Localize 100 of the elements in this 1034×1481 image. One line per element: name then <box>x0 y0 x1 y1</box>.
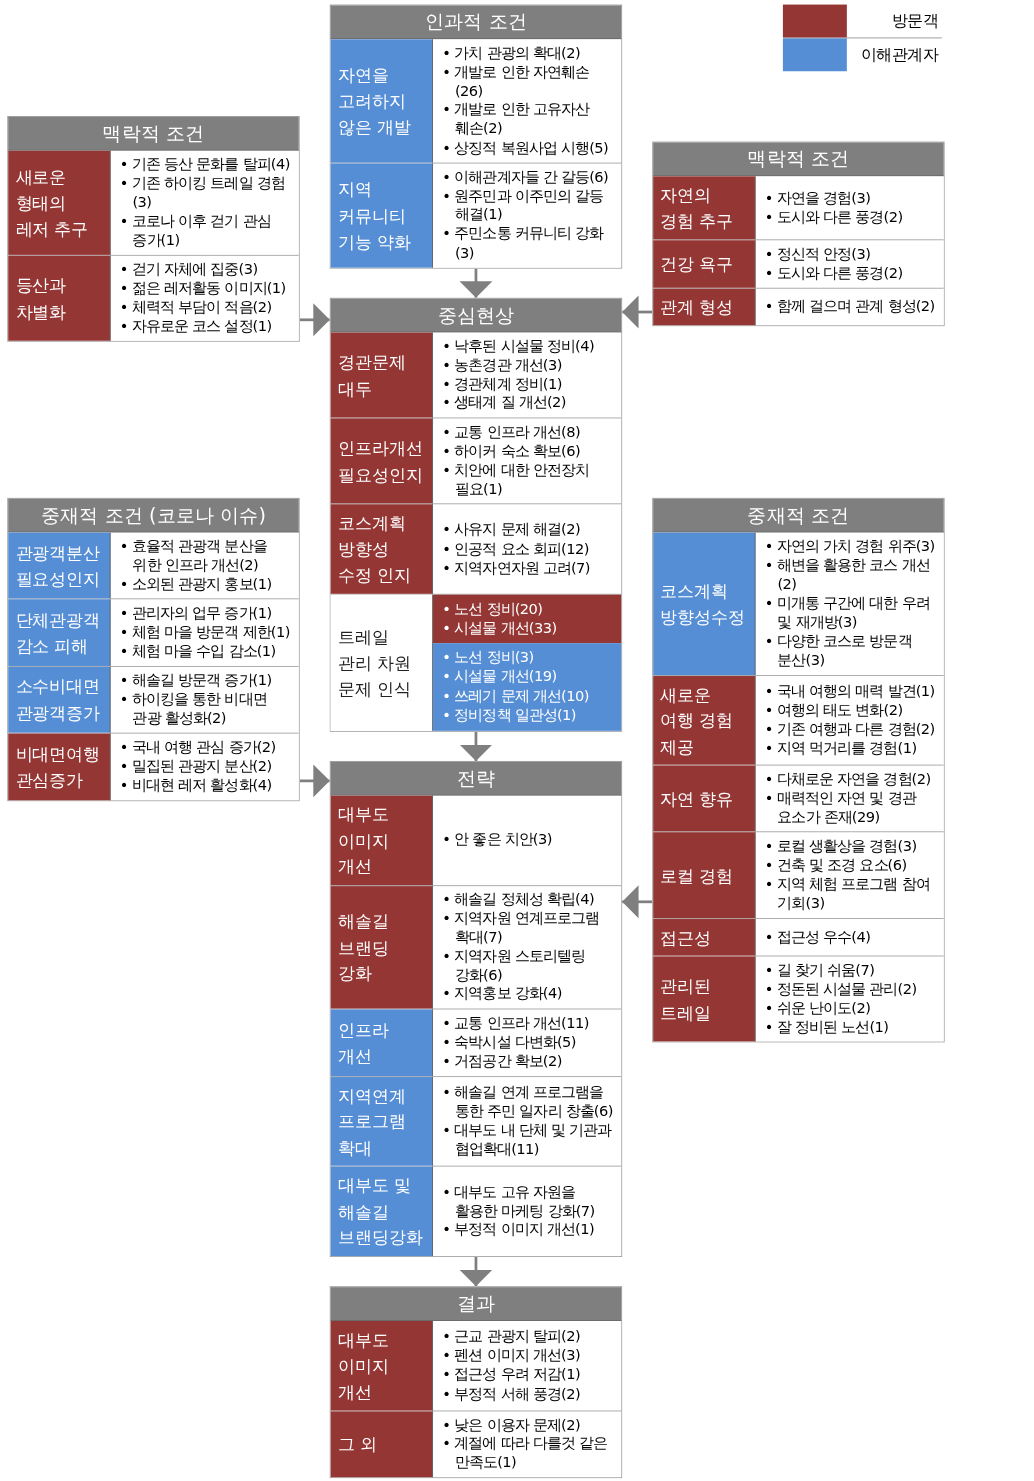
bullet-item: • 걷기 자체에 집중(3) <box>119 260 259 280</box>
bullet-item: • 다채로운 자연을 경험(2) <box>764 770 932 790</box>
bullet-item: • 이해관계자들 간 갈등(6) <box>442 167 610 187</box>
bullet-item: • 미개통 구간에 대한 우려 및 재개방(3) <box>764 594 931 633</box>
bullet-item: • 숙박시설 다변화(5) <box>442 1033 577 1053</box>
highlight-block <box>433 643 622 731</box>
category-heading: 자연을 고려하지 않은 개발 <box>330 39 433 163</box>
bullet-item: • 다양한 코스로 방문객 분산(3) <box>764 632 913 671</box>
category-row <box>330 1008 622 1076</box>
bullet-item: • 효율적 관광객 분산을 위한 인프라 개선(2) <box>119 537 268 576</box>
category-heading: 새로운 형태의 레저 추구 <box>8 150 111 255</box>
bullet-item: • 국내 여행 관심 증가(2) <box>119 738 277 758</box>
category-row <box>8 665 299 733</box>
bullet-item: • 정돈된 시설물 관리(2) <box>764 980 918 1000</box>
bullet-item: • 자연을 경험(3) <box>764 188 872 208</box>
bullet-item: • 시설물 개선(19) <box>442 668 558 688</box>
bullet-item: • 부정적 서해 풍경(2) <box>442 1384 582 1404</box>
bullet-item: • 펜션 이미지 개선(3) <box>442 1346 582 1366</box>
bullet-item: • 해솔길 정체성 확립(4) <box>442 890 596 910</box>
bullet-item: • 체력적 부담이 적음(2) <box>119 298 273 318</box>
panel-header: 중심현상 <box>330 298 622 333</box>
category-heading: 대부도 이미지 개선 <box>330 1320 433 1411</box>
category-heading: 자연 향유 <box>653 765 756 832</box>
bullet-item: • 소외된 관광지 홍보(1) <box>119 575 273 595</box>
panel-header: 결과 <box>330 1287 622 1321</box>
category-row <box>8 150 299 255</box>
category-heading: 등산과 차별화 <box>8 255 111 341</box>
bullet-item: • 체험 마을 수입 감소(1) <box>119 642 277 662</box>
panel-header: 중재적 조건 <box>653 498 944 533</box>
bullet-item: • 기존 하이킹 트레일 경험(3) <box>119 174 286 213</box>
category-heading: 단체관광객 감소 피해 <box>8 599 111 666</box>
arrow <box>622 295 653 329</box>
panel-header: 중재적 조건 (코로나 이슈) <box>8 498 299 533</box>
bullet-item: • 지역자원 스토리텔링 강화(6) <box>442 947 587 986</box>
bullet-item: • 가치 관광의 확대(2) <box>442 43 582 63</box>
arrow <box>622 885 653 919</box>
panel-header: 맥락적 조건 <box>653 142 944 177</box>
bullet-item: • 지역 체험 프로그램 참여 기회(3) <box>764 875 931 914</box>
bullet-item: • 개발로 인한 자연훼손(26) <box>442 62 591 101</box>
bullet-item: • 도시와 다른 풍경(2) <box>764 263 904 283</box>
bullet-item: • 노선 정비(3) <box>442 649 535 669</box>
bullet-item: • 원주민과 이주민의 갈등 해결(1) <box>442 186 605 225</box>
bullet-item: • 매력적인 자연 및 경관 요소가 존재(29) <box>764 789 918 828</box>
bullet-item: • 정비정책 일관성(1) <box>442 706 577 726</box>
bullet-item: • 사유지 문제 해결(2) <box>442 520 582 540</box>
legend-label: 방문객 <box>890 10 940 32</box>
category-row <box>653 176 944 240</box>
bullet-item: • 지역홍보 강화(4) <box>442 985 563 1005</box>
category-row <box>330 503 622 594</box>
panel <box>7 116 300 342</box>
bullet-item: • 교통 인프라 개선(11) <box>442 1014 590 1034</box>
category-row <box>653 917 944 956</box>
panel <box>652 497 945 1043</box>
highlight-block <box>433 594 622 644</box>
bullet-item: • 주민소통 커뮤니티 강화(3) <box>442 224 605 263</box>
category-heading: 접근성 <box>653 918 756 956</box>
category-heading: 코스계획 방향성 수정 인지 <box>330 504 433 594</box>
bullet-item: • 쓰레기 문제 개선(10) <box>442 687 590 707</box>
category-row <box>8 532 299 599</box>
category-heading: 자연의 경험 추구 <box>653 176 756 240</box>
bullet-item: • 계절에 따라 다를것 같은 만족도(1) <box>442 1434 609 1473</box>
panel-header: 인과적 조건 <box>330 5 622 40</box>
bullet-item: • 안 좋은 치안(3) <box>442 830 553 850</box>
category-heading: 지역 커뮤니티 기능 약화 <box>330 163 433 268</box>
category-heading: 새로운 여행 경험 제공 <box>653 675 756 765</box>
bullet-item: • 생태계 질 개선(2) <box>442 394 567 414</box>
bullet-item: • 관리자의 업무 증가(1) <box>119 604 273 624</box>
bullet-item: • 지역 먹거리를 경험(1) <box>764 739 918 759</box>
category-row <box>653 831 944 918</box>
category-row <box>8 254 299 341</box>
arrow <box>459 731 493 761</box>
category-heading: 소수비대면 관광객증가 <box>8 666 111 733</box>
bullet-item: • 하이킹을 통한 비대면 관광 활성화(2) <box>119 690 268 729</box>
bullet-item: • 치안에 대한 안전장치 필요(1) <box>442 461 591 500</box>
category-row <box>653 674 944 765</box>
category-heading: 대부도 및 해솔길 브랜딩강화 <box>330 1166 433 1256</box>
bullet-item: • 쉬운 난이도(2) <box>764 999 872 1019</box>
bullet-item: • 지역자연자원 고려(7) <box>442 558 592 578</box>
bullet-item: • 시설물 개선(33) <box>442 619 558 639</box>
category-heading: 코스계획 방향성수정 <box>653 532 756 675</box>
category-heading: 관리된 트레일 <box>653 956 756 1042</box>
bullet-item: • 길 찾기 쉬움(7) <box>764 961 876 981</box>
bullet-item: • 해변을 활용한 코스 개선(2) <box>764 556 931 595</box>
panel <box>329 297 623 732</box>
bullet-item: • 교통 인프라 개선(8) <box>442 423 582 443</box>
category-heading: 인프라 개선 <box>330 1009 433 1076</box>
category-row <box>330 1075 622 1166</box>
bullet-item: • 여행의 태도 변화(2) <box>764 701 904 721</box>
bullet-item: • 로컬 생활상을 경험(3) <box>764 837 918 857</box>
arrow <box>299 303 330 337</box>
bullet-item: • 낮은 이용자 문제(2) <box>442 1415 582 1435</box>
panel <box>652 141 945 327</box>
bullet-item: • 대부도 내 단체 및 기관과 협업확대(11) <box>442 1121 613 1160</box>
category-row <box>653 287 944 326</box>
bullet-item: • 해솔길 방문객 증가(1) <box>119 671 273 691</box>
category-heading: 비대면여행 관심증가 <box>8 733 111 800</box>
bullet-item: • 함께 걸으며 관계 형성(2) <box>764 297 936 317</box>
bullet-item: • 밀집된 관광지 분산(2) <box>119 757 273 777</box>
bullet-item: • 체험 마을 방문객 제한(1) <box>119 623 291 643</box>
category-heading: 해솔길 브랜딩 강화 <box>330 885 433 1009</box>
